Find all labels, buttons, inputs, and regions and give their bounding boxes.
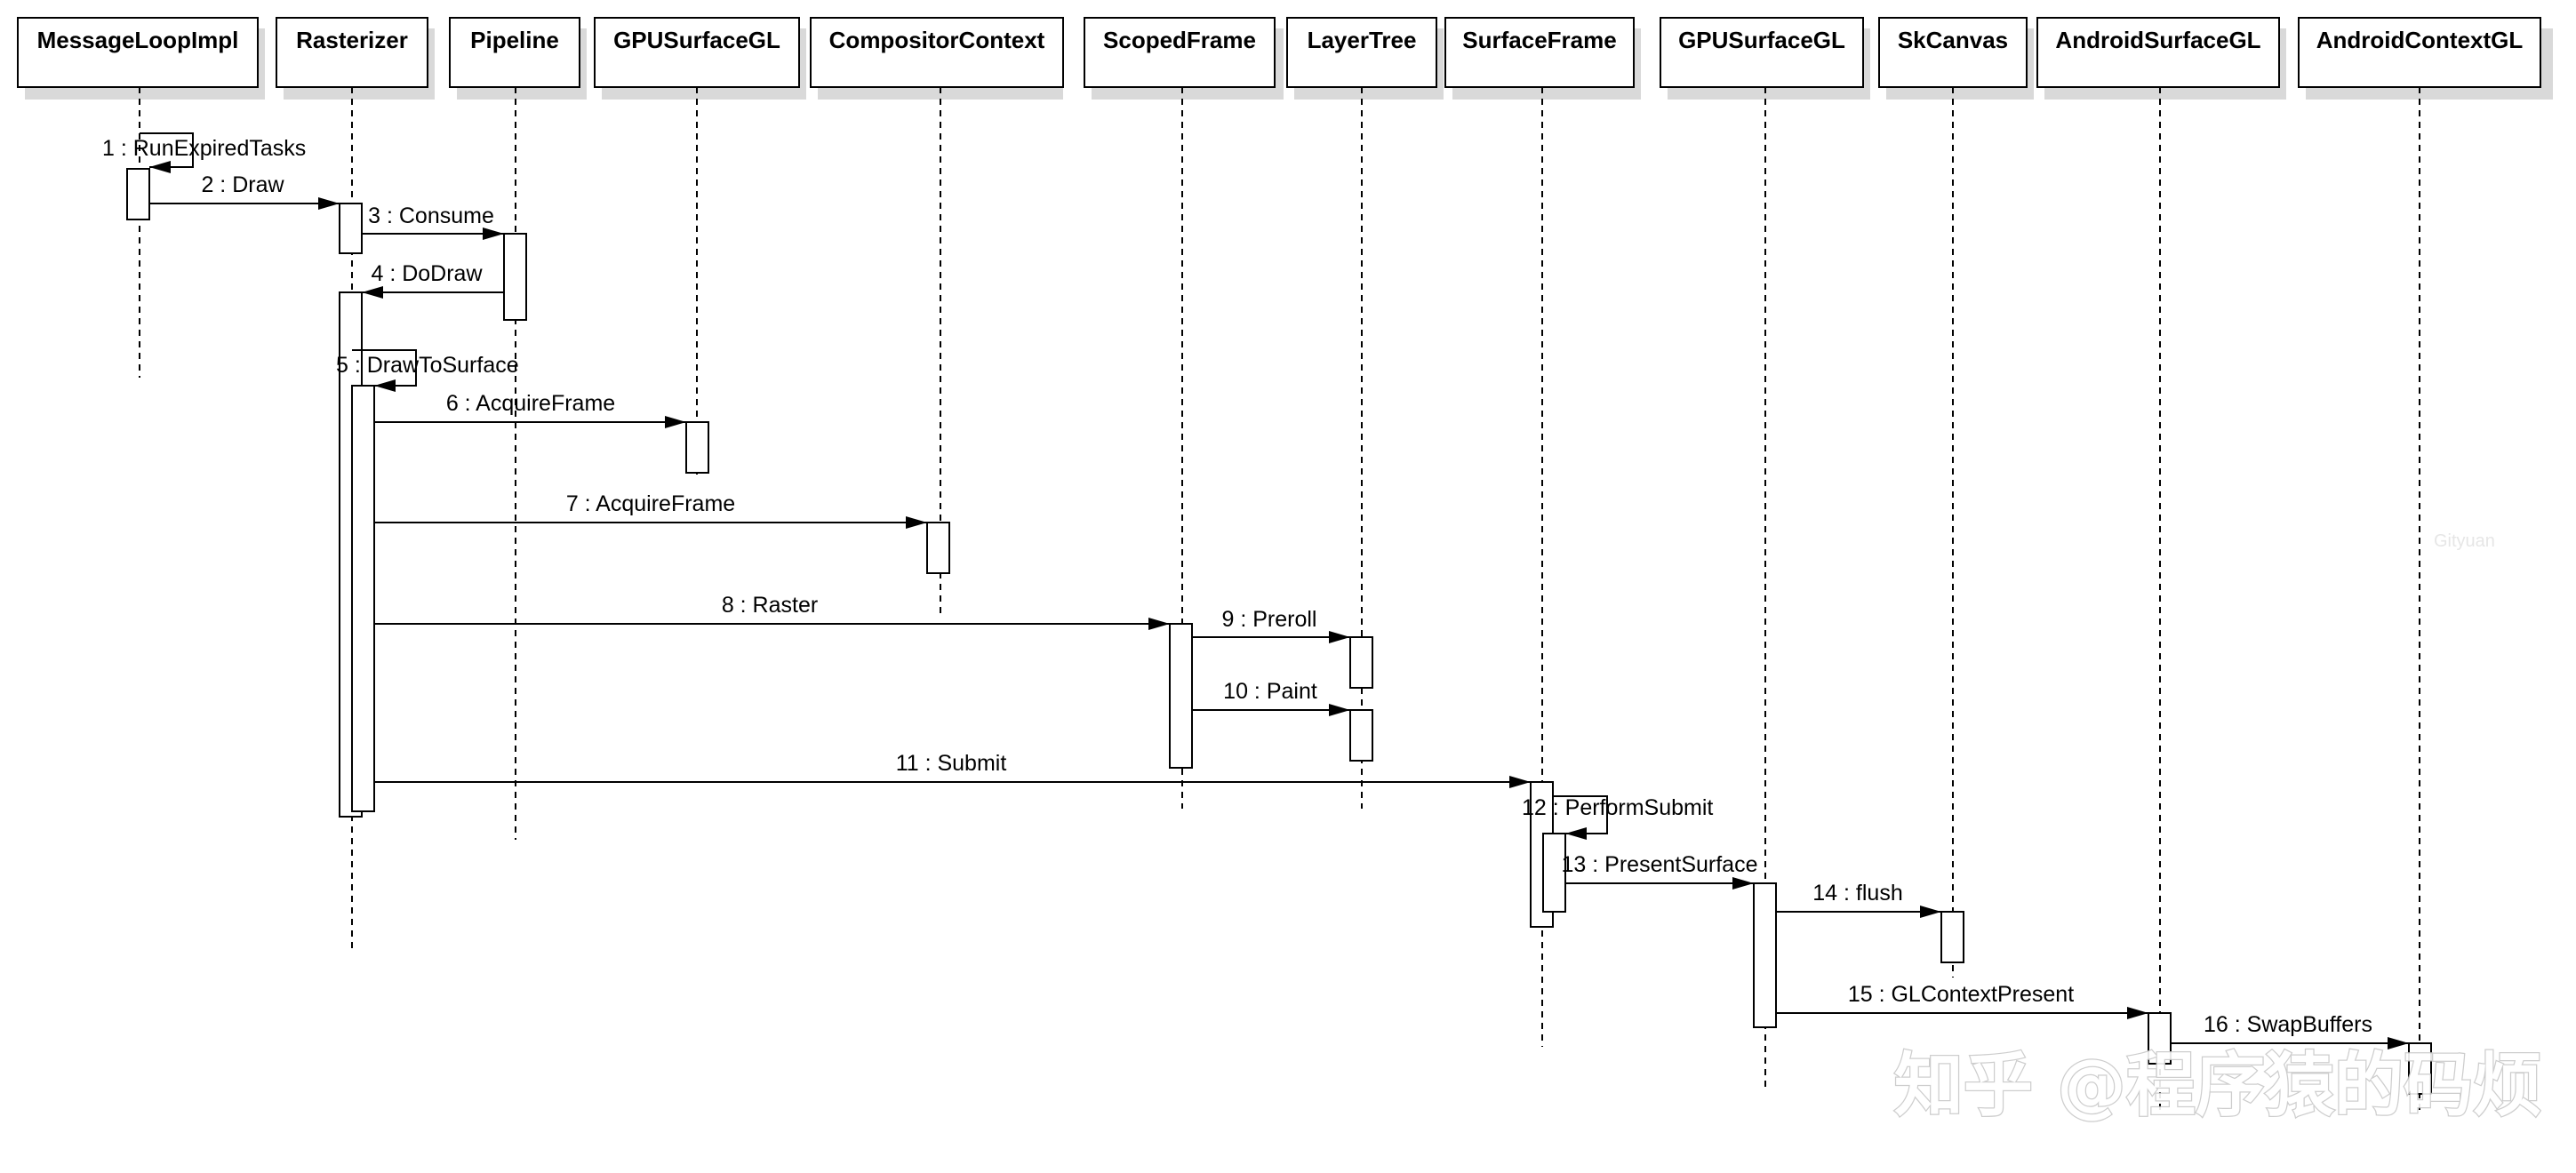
message-arrow-1 <box>140 132 194 168</box>
watermark-credit: Gityuan <box>2434 531 2495 551</box>
activation-gpusurfacegl-acquire <box>685 421 709 474</box>
activation-gpusurfacegl-present <box>1753 882 1777 1028</box>
participant-box-rasterizer[interactable] <box>276 17 428 88</box>
activation-scopedframe-raster <box>1169 623 1193 769</box>
activation-messageloopimpl <box>126 168 150 220</box>
message-arrowhead-16 <box>2388 1037 2409 1049</box>
participant-box-messageloopimpl[interactable] <box>17 17 259 88</box>
activation-layertree-paint <box>1349 709 1373 762</box>
message-label-6: 6 : AcquireFrame <box>446 391 615 416</box>
message-arrowhead-9 <box>1329 631 1350 643</box>
message-arrowhead-12 <box>1565 827 1587 840</box>
message-label-10: 10 : Paint <box>1223 679 1317 704</box>
message-label-1: 1 : RunExpiredTasks <box>102 136 306 161</box>
message-arrowhead-3 <box>483 227 504 240</box>
participant-label-gpusurfacegl-1: GPUSurfaceGL <box>613 27 780 53</box>
message-arrowhead-10 <box>1329 704 1350 716</box>
participant-label-surfaceframe: SurfaceFrame <box>1462 27 1616 53</box>
activation-androidcontextgl-swap <box>2408 1042 2432 1095</box>
message-arrowhead-8 <box>1148 618 1170 630</box>
message-label-14: 14 : flush <box>1812 881 1902 906</box>
participant-label-pipeline: Pipeline <box>470 27 559 53</box>
message-arrowhead-4 <box>362 286 383 299</box>
activation-pipeline-consume <box>503 233 527 321</box>
message-label-4: 4 : DoDraw <box>371 261 483 286</box>
message-arrowhead-15 <box>2127 1007 2148 1019</box>
message-arrowhead-5 <box>374 379 396 392</box>
participant-label-compositorcontext: CompositorContext <box>829 27 1045 53</box>
message-label-11: 11 : Submit <box>896 751 1007 776</box>
message-label-2: 2 : Draw <box>201 172 284 197</box>
participant-label-scopedframe: ScopedFrame <box>1103 27 1256 53</box>
participant-label-skcanvas: SkCanvas <box>1898 27 2008 53</box>
participant-headers: MessageLoopImpl Rasterizer Pipeline GPUS… <box>17 17 2553 100</box>
message-arrowhead-11 <box>1509 776 1531 788</box>
message-label-13: 13 : PresentSurface <box>1562 852 1758 877</box>
participant-box-compositorcontext[interactable] <box>810 17 1064 88</box>
activation-layertree-preroll <box>1349 636 1373 689</box>
activation-rasterizer-draw <box>339 203 363 254</box>
participant-box-androidsurfacegl[interactable] <box>2036 17 2280 88</box>
participant-box-layertree[interactable] <box>1286 17 1437 88</box>
message-label-3: 3 : Consume <box>368 203 494 228</box>
participant-label-rasterizer: Rasterizer <box>296 27 408 53</box>
participant-box-surfaceframe[interactable] <box>1444 17 1635 88</box>
participant-box-androidcontextgl[interactable] <box>2298 17 2541 88</box>
message-label-7: 7 : AcquireFrame <box>566 491 735 516</box>
messages: 1 : RunExpiredTasks 2 : Draw 3 : Consume… <box>102 132 2409 1049</box>
message-arrowhead-2 <box>318 197 340 210</box>
activation-skcanvas-flush <box>1940 911 1964 963</box>
participant-label-androidcontextgl: AndroidContextGL <box>2316 27 2524 53</box>
message-label-16: 16 : SwapBuffers <box>2204 1012 2372 1037</box>
participant-box-gpusurfacegl-1[interactable] <box>594 17 800 88</box>
participant-label-messageloopimpl: MessageLoopImpl <box>37 27 239 53</box>
activation-compositorcontext-acquire <box>926 522 950 574</box>
participant-label-layertree: LayerTree <box>1308 27 1417 53</box>
activation-surfaceframe-performsubmit <box>1542 833 1566 913</box>
participant-box-skcanvas[interactable] <box>1878 17 2028 88</box>
message-label-12: 12 : PerformSubmit <box>1522 795 1713 820</box>
message-arrowhead-14 <box>1920 906 1941 918</box>
message-label-8: 8 : Raster <box>722 593 818 618</box>
participant-box-scopedframe[interactable] <box>1084 17 1276 88</box>
message-arrowhead-6 <box>665 416 686 428</box>
message-label-5: 5 : DrawToSurface <box>336 353 519 378</box>
activation-androidsurfacegl-present <box>2148 1012 2172 1065</box>
message-arrowhead-1 <box>149 161 171 173</box>
message-arrowhead-7 <box>906 516 927 529</box>
participant-label-gpusurfacegl-2: GPUSurfaceGL <box>1678 27 1845 53</box>
message-label-15: 15 : GLContextPresent <box>1848 982 2074 1007</box>
activation-bars <box>126 168 2432 1095</box>
participant-label-androidsurfacegl: AndroidSurfaceGL <box>2055 27 2260 53</box>
lifelines <box>139 87 2420 1111</box>
watermark-site: 知乎 @程序猿的码烦 <box>1894 1046 2542 1126</box>
activation-rasterizer-drawtosurface <box>351 385 375 812</box>
message-label-9: 9 : Preroll <box>1222 607 1317 632</box>
message-arrowhead-13 <box>1732 877 1754 890</box>
participant-box-gpusurfacegl-2[interactable] <box>1660 17 1864 88</box>
